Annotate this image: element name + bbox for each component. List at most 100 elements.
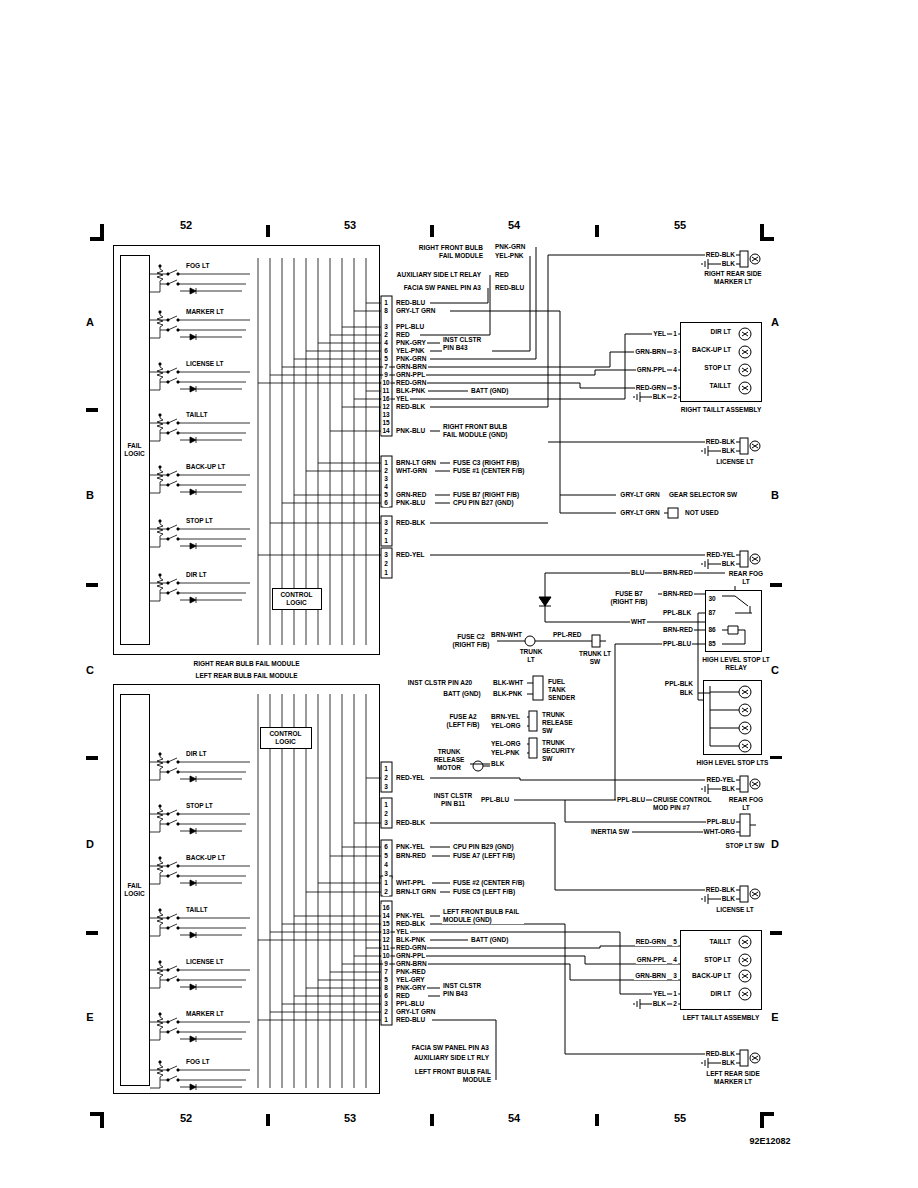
wiring-graphic [740,438,760,454]
wiring-graphic [739,346,751,358]
wire-label: PNK-BLU [395,499,426,507]
wiring-graphic [381,762,392,792]
wire-label: INST CLSTR PIN B43 [442,982,492,998]
pin-number: 7 [383,968,389,976]
wire-label: GRY-LT GRN [619,509,660,517]
wire-label: BRN-WHT [490,631,523,639]
wiring-graphic [90,1114,102,1128]
pin-number: 3 [383,819,389,827]
wire-label: RED-BLK [395,819,426,827]
grid-reference: 92E12082 [748,1136,791,1147]
pin-number: 6 [383,992,389,1000]
grid-reference: B [770,489,780,502]
pin-number: 86 [707,626,716,634]
grid-reference: 55 [673,1112,687,1125]
node-label: TAILLT [683,382,731,390]
wiring-graphic [381,456,392,507]
wire-label: BRN-LT GRN [395,888,437,896]
pin-number: 14 [381,427,390,435]
wiring-graphic [483,683,533,766]
wire-label: RIGHT FRONT BULB FAIL MODULE [402,244,484,260]
wire-label: BRN-YEL [490,713,521,721]
wire-label: BLK-WHT [492,679,524,687]
node-label: STOP LT [683,364,731,372]
wire-label: GRN-BRN [634,348,667,356]
wiring-graphic [702,259,708,269]
wiring-graphic [497,641,606,642]
pin-number: 10 [381,379,390,387]
wiring-graphic [702,1058,708,1068]
pin-number: 6 [383,843,389,851]
wiring-graphic [634,999,640,1009]
wire-label: GRN-RED [395,491,427,499]
pin-number: 4 [383,861,389,869]
wire-label: FUSE #2 (CENTER F/B) [452,879,526,887]
pin-number: 6 [383,499,389,507]
lamp-assembly: TAILLTSTOP LTBACK-UP LTDIR LTLEFT TAILLT… [680,930,762,1010]
pin-number: 1 [383,299,389,307]
pin-number: 9 [383,960,389,968]
wiring-graphic [739,988,751,1000]
wire-label: CRUISE CONTROL MOD PIN #7 [652,796,716,812]
pin-number: 3 [383,323,389,331]
wire-label: GRN-PPL [395,371,426,379]
wire-label: GRN-BRN [395,960,428,968]
wiring-graphic [739,740,751,752]
wire-label: YEL [652,330,667,338]
pin-number: 87 [707,609,716,617]
wire-label: RIGHT REAR SIDE MARKER LT [692,270,774,286]
pin-number: 3 [383,519,389,527]
wire-connector [380,932,680,994]
pin-number: 1 [383,1016,389,1024]
wire-label: YEL [652,990,667,998]
wire-label: RED-BLK [395,920,426,928]
pin-number: 6 [383,347,389,355]
wire-label: TRUNK RELEASE SW [541,711,583,735]
wire-label: BATT (GND) [442,690,481,698]
pin-number: 30 [707,595,716,603]
wire-label: BLK [721,260,736,268]
lamp-assembly: DIR LTBACK-UP LTSTOP LTTAILLTRIGHT TAILL… [680,322,762,402]
wire-label: BACK-UP LT [185,854,226,862]
wire-label: FUSE B7 (RIGHT F/B) [452,491,520,499]
wire-label: FOG LT [185,1058,210,1066]
grid-reference: C [770,664,780,677]
pin-number: 2 [383,467,389,475]
wiring-graphic [762,224,774,239]
pin-number: 2 [672,1000,678,1008]
grid-reference: 54 [507,1112,521,1125]
wiring-graphic [739,936,751,948]
logic-box: CONTROL LOGIC [260,727,312,749]
module-box: LEFT REAR BULB FAIL MODULEFAIL LOGICCONT… [113,684,380,1094]
pin-number: 14 [381,912,390,920]
wire-label: BLK [490,760,505,768]
wire-label: FUSE C5 (LEFT F/B) [452,888,516,896]
pin-number: 13 [381,928,390,936]
wiring-graphic [86,410,782,933]
wire-label: RIGHT FRONT BULB FAIL MODULE (GND) [442,423,524,439]
wire-label: PPL-BLU [480,796,510,804]
wire-label: AUXILIARY SIDE LT RELAY [396,271,482,279]
pin-number: 5 [383,852,389,860]
pin-number: 16 [381,904,390,912]
pin-number: 1 [672,990,678,998]
wiring-graphic [740,814,750,836]
wire-label: GRY-LT GRN [395,1008,436,1016]
wiring-graphic [381,798,392,828]
wire-label: INERTIA SW [590,828,630,836]
wire-label: BACK-UP LT [185,463,226,471]
pin-number: 2 [672,393,678,401]
wiring-graphic [430,778,740,1054]
wiring-graphic [533,676,543,700]
wire-label: STOP LT [185,802,214,810]
wire-label: FACIA SW PANEL PIN A3 [411,1044,490,1052]
pin-number: 85 [707,640,716,648]
wire-label: RED-BLU [494,284,525,292]
pin-number: 5 [383,976,389,984]
wire-label: TAILLT [185,906,208,914]
grid-reference: D [770,838,780,851]
wiring-graphic [90,224,102,239]
pin-number: 15 [381,419,390,427]
wire-label: FUSE A2 (LEFT F/B) [440,713,486,729]
wire-label: WHT [630,618,647,626]
